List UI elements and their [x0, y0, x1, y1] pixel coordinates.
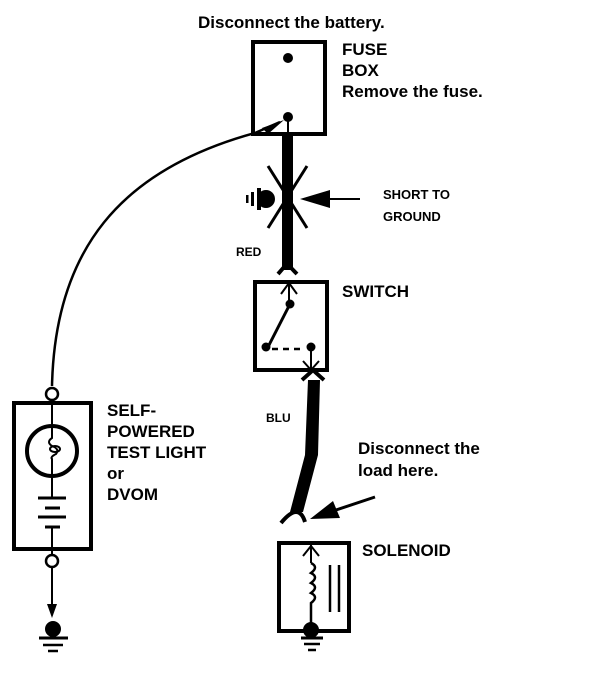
- test-light-label-5: DVOM: [107, 485, 158, 504]
- remove-fuse-label: Remove the fuse.: [342, 82, 483, 101]
- fuse-box-label-1: FUSE: [342, 40, 387, 59]
- disconnect-battery-label: Disconnect the battery.: [198, 13, 385, 32]
- short-flash-icon: [266, 165, 309, 229]
- short-arrow-icon: [300, 190, 360, 208]
- disconnect-load-label-2: load here.: [358, 461, 438, 480]
- solenoid-box: [277, 541, 351, 652]
- blu-wire: [290, 380, 320, 512]
- wire-red-label: RED: [236, 245, 262, 259]
- test-light-label-3: TEST LIGHT: [107, 443, 207, 462]
- load-arrow-icon: [310, 495, 376, 519]
- test-light-label-1: SELF-: [107, 401, 156, 420]
- short-to-ground-label-1: SHORT TO: [383, 187, 450, 202]
- battery-icon: [38, 496, 66, 529]
- disconnect-load-label-1: Disconnect the: [358, 439, 480, 458]
- test-lead-wire: [50, 131, 256, 387]
- short-to-ground-label-2: GROUND: [383, 209, 441, 224]
- test-light-label-2: POWERED: [107, 422, 195, 441]
- red-wire: [282, 134, 293, 270]
- wire-blu-label: BLU: [266, 411, 291, 425]
- fuse-box: [251, 40, 327, 136]
- fuse-box-label-2: BOX: [342, 61, 380, 80]
- test-light-label-4: or: [107, 464, 124, 483]
- switch-box: [253, 280, 329, 372]
- solenoid-label: SOLENOID: [362, 541, 451, 560]
- switch-label: SWITCH: [342, 282, 409, 301]
- coil-icon: [308, 561, 317, 628]
- switch-contact-icon: [266, 303, 292, 348]
- ground-icon: [246, 188, 275, 210]
- probe-arrow-icon: [262, 120, 284, 134]
- test-light: [12, 386, 93, 653]
